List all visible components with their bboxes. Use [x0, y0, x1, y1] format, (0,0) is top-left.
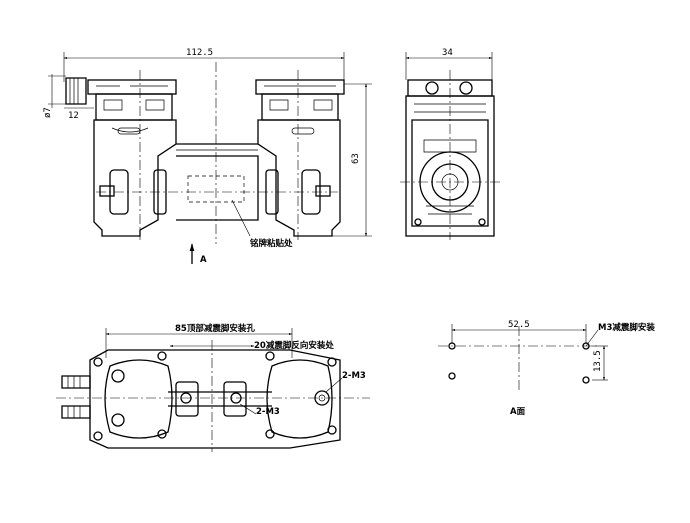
top-holes-dim: 85顶部减震脚安装孔	[175, 323, 255, 334]
side-width-dim: 34	[442, 48, 453, 58]
nameplate-label: 铭牌粘贴处	[250, 238, 293, 249]
bottom-view: 85顶部减震脚安装孔 20减震脚反向安装处	[56, 323, 370, 452]
hole-label-right: 2-M3	[342, 371, 366, 381]
view-a-spacing-x: 52.5	[508, 320, 530, 330]
front-height-dim: 63	[351, 153, 361, 164]
side-view: 34	[400, 48, 500, 240]
reverse-holes-dim: 20减震脚反向安装处	[254, 340, 334, 351]
tube-len-dim: 12	[68, 111, 79, 121]
view-a-caption: A面	[510, 407, 526, 417]
hole-label-center: 2-M3	[256, 407, 280, 417]
view-a-spacing-y: 13.5	[593, 350, 603, 372]
front-view: 112.5 63 ø7 12	[43, 48, 372, 265]
tube-dia-dim: ø7	[43, 107, 53, 118]
view-a: 52.5 13.5 M3减震脚安装 A面	[438, 320, 655, 417]
view-a-hole-label: M3减震脚安装	[598, 322, 655, 333]
front-width-dim: 112.5	[186, 48, 213, 58]
view-arrow-label: A	[200, 255, 207, 265]
